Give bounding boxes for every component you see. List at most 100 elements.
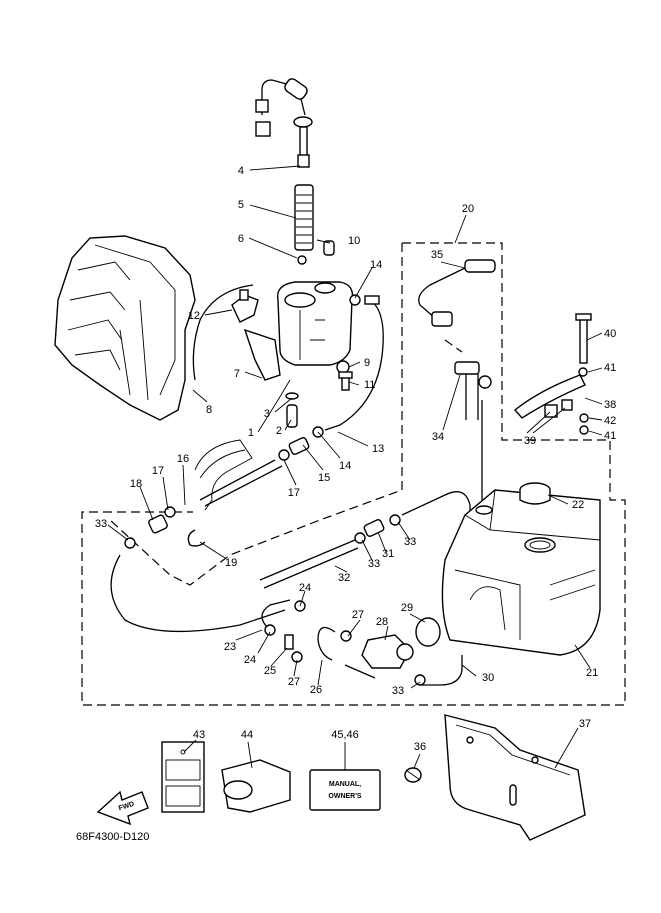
assembly-boundary-lines: [81, 242, 626, 706]
clip-33d: [414, 674, 426, 686]
clip-17a: [164, 506, 176, 518]
hose-upper-tank: [401, 491, 471, 530]
callout-17a: 17: [152, 465, 164, 477]
callout-36: 36: [414, 741, 426, 753]
primer-bulb-29: [415, 617, 441, 647]
callout-33d: 33: [392, 685, 404, 697]
clip-27a: [340, 630, 352, 642]
hose-pump-outlet: [344, 664, 376, 679]
callout-16: 16: [177, 453, 189, 465]
callout-35: 35: [431, 249, 443, 261]
callout-27a: 27: [352, 609, 364, 621]
callout-13: 13: [372, 443, 384, 455]
clip-14a: [349, 294, 361, 306]
callout-41a: 41: [604, 362, 616, 374]
fuel-filter-bowl: [276, 281, 354, 366]
clip-24b: [264, 624, 276, 636]
clip-36: [404, 767, 422, 783]
callout-6: 6: [238, 233, 244, 245]
callout-18: 18: [130, 478, 142, 490]
clip-17b: [278, 449, 290, 461]
engine-cowling-outline: [54, 235, 196, 421]
callout-29: 29: [401, 602, 413, 614]
callout-20: 20: [462, 203, 474, 215]
callout-39: 39: [524, 435, 536, 447]
callout-12: 12: [188, 310, 200, 322]
callout-4: 4: [238, 165, 244, 177]
mounting-plate-37: [444, 714, 586, 841]
hose-to-tank-left: [110, 554, 286, 633]
hose-30: [420, 655, 463, 686]
washer-42: [579, 413, 589, 423]
callout-14a: 14: [370, 259, 382, 271]
joint-31: [363, 519, 385, 537]
callout-30: 30: [482, 672, 494, 684]
callout-44: 44: [241, 729, 253, 741]
hose-23: [261, 599, 291, 629]
callout-26: 26: [310, 684, 322, 696]
callout-23: 23: [224, 641, 236, 653]
callout-25: 25: [264, 665, 276, 677]
bracket-38-39: [513, 374, 586, 419]
sensor-with-wire: [255, 78, 313, 168]
clip-33b: [354, 532, 366, 544]
hose-26: [317, 626, 336, 661]
callout-24b: 24: [244, 654, 256, 666]
manual-label-line2: OWNER'S: [328, 793, 361, 800]
callout-11: 11: [364, 379, 375, 391]
engine-lower-outline: [194, 439, 253, 511]
callout-3: 3: [264, 408, 270, 420]
bracket-7: [243, 328, 281, 381]
callout-2: 2: [276, 425, 282, 437]
bag-44: [221, 759, 291, 813]
tank-cap-22: [519, 482, 551, 505]
joint-25: [284, 634, 294, 650]
callout-7: 7: [234, 368, 240, 380]
callout-14b: 14: [339, 460, 351, 472]
callout-21: 21: [586, 667, 598, 679]
callout-9: 9: [364, 357, 370, 369]
clip-33a: [124, 537, 136, 549]
clip-33c: [389, 514, 401, 526]
bolt-40: [575, 313, 592, 364]
manual-label-line1: MANUAL,: [329, 781, 361, 788]
filter-element: [294, 184, 314, 251]
sender-34: [454, 361, 492, 420]
bracket-12: [231, 289, 259, 323]
hose-13: [324, 299, 384, 431]
callout-22: 22: [572, 499, 584, 511]
callout-24a: 24: [299, 582, 311, 594]
callout-42: 42: [604, 415, 616, 427]
callout-10: 10: [348, 235, 360, 247]
callout-32: 32: [338, 572, 350, 584]
callout-33a: 33: [95, 518, 107, 530]
callout-38: 38: [604, 399, 616, 411]
label-43: [161, 741, 205, 813]
callout-31: 31: [382, 548, 394, 560]
wire-harness-35: [418, 259, 496, 327]
callout-19: 19: [225, 557, 237, 569]
drawing-code: 68F4300-D120: [76, 831, 149, 843]
hose-end-13: [364, 295, 380, 305]
o-ring-6: [297, 255, 307, 265]
callout-40: 40: [604, 328, 616, 340]
callout-43: 43: [193, 729, 205, 741]
callout-45-46: 45,46: [331, 729, 359, 741]
washer-41a: [578, 367, 588, 377]
hose-16: [199, 459, 283, 507]
fuel-tank-21: [441, 489, 601, 656]
callout-34: 34: [432, 431, 444, 443]
joint-15: [288, 437, 310, 455]
callout-37: 37: [579, 718, 591, 730]
leader-lines: [107, 165, 603, 770]
washer-41b: [579, 425, 589, 435]
pump-28: [361, 634, 414, 669]
callout-28: 28: [376, 616, 388, 628]
callout-33b: 33: [404, 536, 416, 548]
valve-10: [323, 240, 335, 256]
callout-27b: 27: [288, 676, 300, 688]
callout-5: 5: [238, 199, 244, 211]
callout-17b: 17: [288, 487, 300, 499]
callout-1: 1: [248, 427, 254, 439]
